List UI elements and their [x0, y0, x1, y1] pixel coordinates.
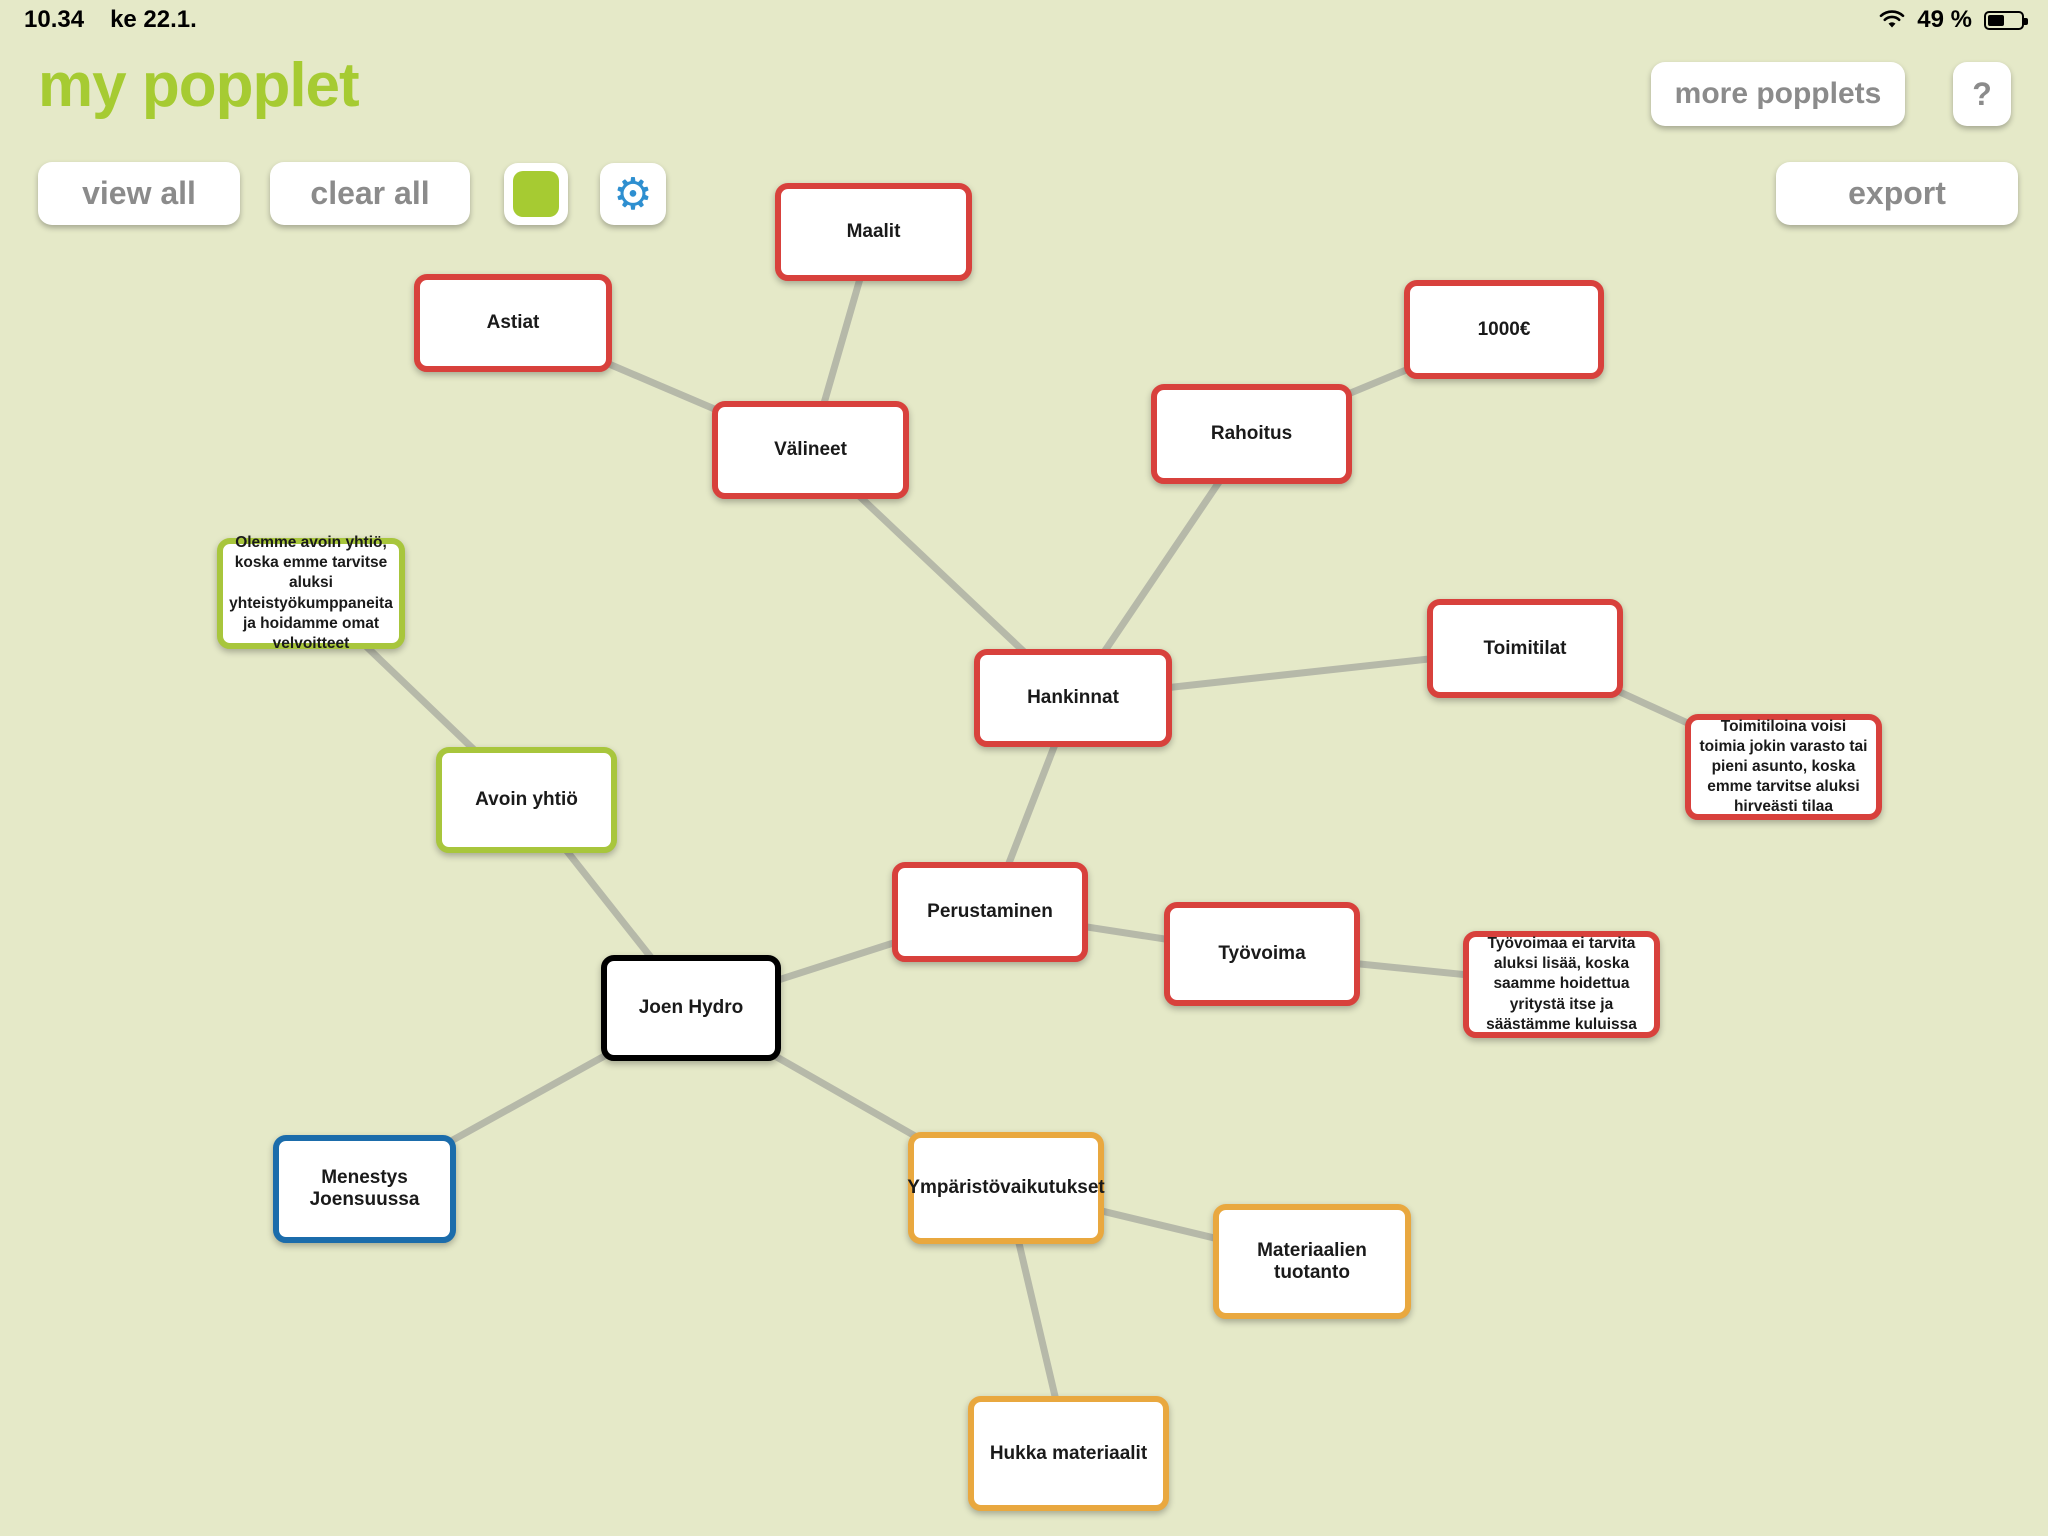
popple-node-materiaalien[interactable]: Materiaalien tuotanto — [1213, 1204, 1411, 1319]
status-bar: 10.34 ke 22.1. 49 % — [0, 0, 2048, 40]
clear-all-button[interactable]: clear all — [270, 162, 470, 225]
popple-node-valineet[interactable]: Välineet — [712, 401, 909, 499]
current-color-swatch — [513, 171, 559, 217]
status-date: ke 22.1. — [110, 6, 197, 33]
popple-node-eur1000[interactable]: 1000€ — [1404, 280, 1604, 379]
popple-node-ymparisto[interactable]: Ympäristövaikutukset — [907, 1132, 1105, 1244]
popple-node-toimitiloina-note[interactable]: Toimitiloina voisi toimia jokin varasto … — [1685, 714, 1882, 820]
wifi-icon — [1879, 10, 1905, 28]
popple-node-menestys[interactable]: Menestys Joensuussa — [273, 1135, 456, 1243]
popple-node-perustaminen[interactable]: Perustaminen — [892, 862, 1088, 962]
battery-icon — [1984, 10, 2028, 30]
more-popplets-button[interactable]: more popplets — [1651, 62, 1905, 126]
popple-node-tyovoimaa-note[interactable]: Työvoimaa ei tarvita aluksi lisää, koska… — [1463, 931, 1660, 1038]
popple-node-hukka[interactable]: Hukka materiaalit — [968, 1396, 1169, 1511]
app-logo: my popplet — [38, 51, 360, 120]
popple-node-olemme-note[interactable]: Olemme avoin yhtiö, koska emme tarvitse … — [217, 534, 405, 652]
status-time: 10.34 — [24, 6, 85, 33]
popple-node-tyovoima[interactable]: Työvoima — [1164, 902, 1360, 1006]
popple-node-rahoitus[interactable]: Rahoitus — [1151, 384, 1352, 484]
popple-node-astiat[interactable]: Astiat — [414, 274, 612, 372]
popple-node-maalit[interactable]: Maalit — [775, 183, 972, 281]
settings-button[interactable]: ⚙ — [600, 163, 666, 225]
popple-node-joen-hydro[interactable]: Joen Hydro — [601, 955, 781, 1061]
export-button[interactable]: export — [1776, 162, 2018, 225]
view-all-button[interactable]: view all — [38, 162, 240, 225]
gear-icon: ⚙ — [613, 169, 653, 219]
popple-node-avoin-yhtio[interactable]: Avoin yhtiö — [436, 747, 617, 853]
popple-node-hankinnat[interactable]: Hankinnat — [974, 649, 1172, 747]
color-picker-button[interactable] — [504, 163, 568, 225]
help-button[interactable]: ? — [1953, 62, 2011, 126]
popple-node-toimitilat[interactable]: Toimitilat — [1427, 599, 1623, 698]
battery-percent: 49 % — [1917, 6, 1972, 33]
